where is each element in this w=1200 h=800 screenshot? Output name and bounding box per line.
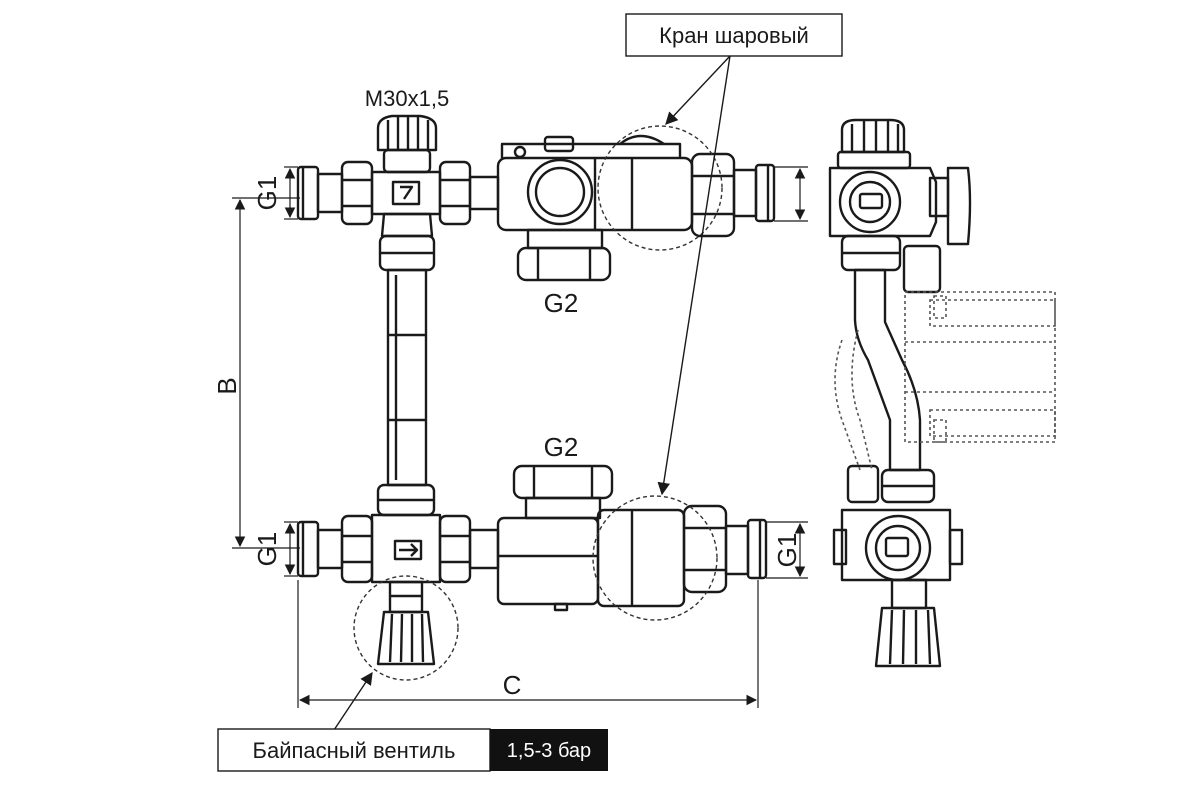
thread-label: M30x1,5 <box>365 86 449 111</box>
ball-valve-label-box <box>625 13 843 57</box>
vertical-connecting-pipe <box>386 268 428 487</box>
leader-lines <box>333 55 731 731</box>
top-supply-line <box>296 114 776 282</box>
callout-circles <box>353 125 723 681</box>
dimension-c-label: C <box>503 670 522 700</box>
pressure-badge <box>490 729 608 771</box>
g1-left-bottom-label: G1 <box>252 532 282 567</box>
pressure-range-label: 1,5-3 бар <box>507 740 591 762</box>
g2-top-label: G2 <box>544 288 579 318</box>
ball-valve-callout-top <box>597 125 723 251</box>
side-view <box>828 118 972 668</box>
dimension-b-label: B <box>212 377 242 394</box>
dimension-lines <box>232 166 808 708</box>
bypass-valve-callout <box>353 575 459 681</box>
bottom-return-line <box>296 464 768 666</box>
ball-valve-callout-bottom <box>592 495 718 621</box>
pump-hidden-outline <box>834 291 1056 471</box>
labels: Кран шаровый M30x1,5 G2 G2 G1 G1 G1 B C … <box>212 13 843 772</box>
bypass-label-box <box>217 728 491 772</box>
g1-right-bottom-label: G1 <box>772 533 802 568</box>
ball-valve-label: Кран шаровый <box>659 23 809 48</box>
bypass-valve-label: Байпасный вентиль <box>253 738 456 763</box>
g2-bottom-label: G2 <box>544 432 579 462</box>
g1-left-top-label: G1 <box>252 176 282 211</box>
